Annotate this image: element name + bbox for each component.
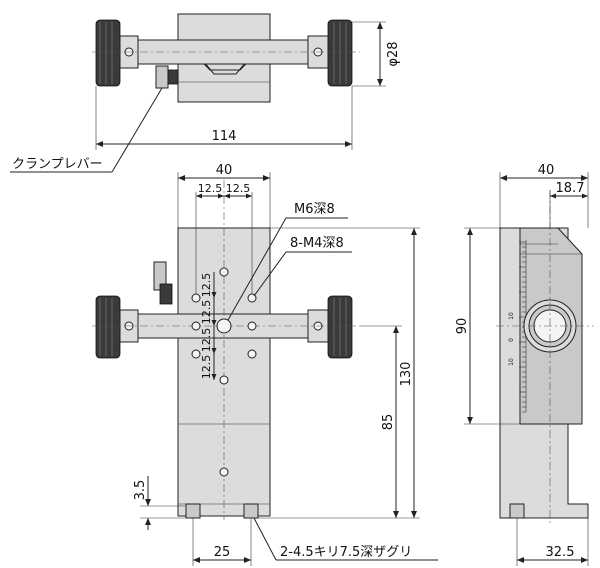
dim-12-5-v2: 12.5	[200, 300, 213, 325]
dim-40-side: 40	[499, 163, 589, 228]
dim-130: 130	[258, 227, 420, 519]
dim-12-5-v1: 12.5	[200, 273, 213, 298]
dim-25: 25	[192, 518, 252, 566]
dim-130-label: 130	[399, 362, 414, 387]
dim-dia28-label: φ28	[386, 41, 401, 66]
dim-85: 85	[360, 325, 402, 518]
callout-m6: M6深8	[227, 202, 348, 321]
dim-12-5-horizontal: 12.5 12.5	[195, 182, 253, 294]
dim-90-label: 90	[455, 318, 470, 335]
scale-mark-top: 10	[508, 312, 515, 320]
dim-18-7-label: 18.7	[556, 181, 585, 196]
dim-12-5-vertical: 12.5 12.5 12.5 12.5	[200, 272, 217, 380]
dim-85-label: 85	[381, 414, 396, 431]
top-clamp-lever	[155, 65, 169, 89]
clamp-lever-label: クランプレバー	[12, 157, 103, 172]
callout-clamp-lever: クランプレバー	[10, 87, 163, 173]
dim-32-5-label: 32.5	[546, 545, 575, 560]
front-knob-left	[95, 295, 121, 359]
dim-12-5-right: 12.5	[226, 182, 251, 195]
scale-mark-zero: 0	[508, 338, 515, 342]
dim-25-label: 25	[214, 545, 231, 560]
dim-114: 114	[95, 86, 353, 150]
top-knob-left	[95, 19, 121, 87]
dim-12-5-v3: 12.5	[200, 328, 213, 353]
dim-114-label: 114	[212, 129, 237, 144]
top-view	[92, 13, 360, 103]
front-view	[92, 180, 360, 520]
m4-label: 8-M4深8	[290, 236, 344, 251]
callout-mount-holes: 2-4.5キリ7.5深ザグリ	[253, 517, 438, 561]
dim-12-5-left: 12.5	[198, 182, 223, 195]
dim-40-front: 40	[177, 163, 271, 228]
dim-32-5: 32.5	[516, 518, 589, 566]
dim-40-side-label: 40	[538, 163, 555, 178]
side-view: 10 0 10	[496, 190, 594, 524]
dim-18-7: 18.7	[549, 181, 588, 228]
dim-3-5-label: 3.5	[133, 480, 148, 501]
scale-mark-bottom: 10	[508, 358, 515, 366]
callout-m4: 8-M4深8	[253, 236, 352, 297]
m6-label: M6深8	[294, 202, 335, 217]
dim-3-5: 3.5	[133, 476, 186, 530]
mount-holes-label: 2-4.5キリ7.5深ザグリ	[280, 545, 412, 560]
dim-12-5-v4: 12.5	[200, 355, 213, 380]
dim-dia28: φ28	[352, 21, 401, 87]
dim-40-front-label: 40	[216, 163, 233, 178]
m6-hole	[216, 318, 232, 334]
dim-90: 90	[455, 227, 520, 425]
